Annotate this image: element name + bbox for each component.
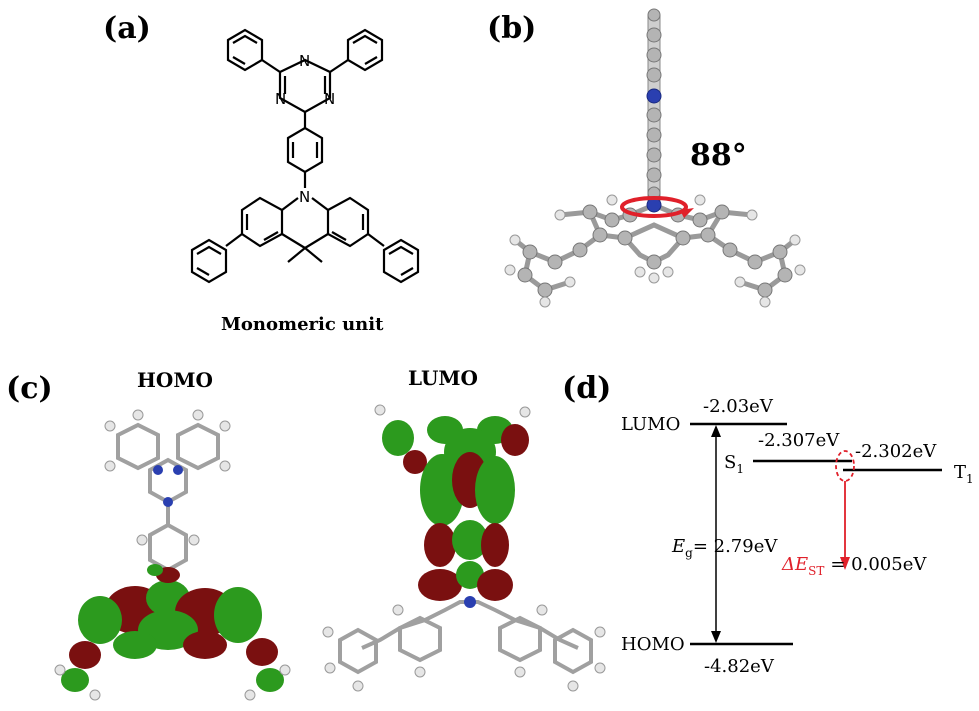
lumo-label: LUMO	[621, 414, 680, 435]
gap-arrow	[711, 425, 721, 643]
dihedral-angle-label: 88°	[690, 138, 747, 173]
structural-formula	[190, 28, 420, 284]
panel-c-label: (c)	[6, 371, 53, 406]
triazine-nitrogen-label-2: N	[275, 90, 286, 108]
homo-title: HOMO	[137, 368, 213, 392]
triazine-nitrogen-label-1: N	[299, 52, 310, 70]
triazine-nitrogen-label-3: N	[324, 90, 335, 108]
homo-orbital-model	[54, 409, 291, 701]
s1-energy: -2.307eV	[758, 430, 840, 451]
geometry-model	[504, 8, 806, 308]
energy-diagram	[690, 422, 942, 646]
band-gap-label: Eg= 2.79eV	[671, 536, 778, 560]
homo-label: HOMO	[621, 634, 685, 655]
delta-est-label: ΔEST= 0.005eV	[781, 554, 927, 578]
t1-label: T1	[954, 462, 974, 486]
lumo-title: LUMO	[408, 366, 478, 390]
panel-b-label: (b)	[487, 11, 536, 46]
panel-a-label: (a)	[103, 11, 151, 46]
acridine-nitrogen-label: N	[299, 188, 310, 206]
homo-energy: -4.82eV	[704, 656, 775, 677]
delta-est-marker	[835, 450, 855, 570]
lumo-energy: -2.03eV	[703, 396, 774, 417]
panel-d-label: (d)	[562, 371, 611, 406]
s1-label: S1	[724, 452, 744, 476]
panel-a-caption: Monomeric unit	[221, 314, 384, 335]
t1-energy: -2.302eV	[855, 441, 937, 462]
lumo-orbital-model	[322, 404, 606, 692]
